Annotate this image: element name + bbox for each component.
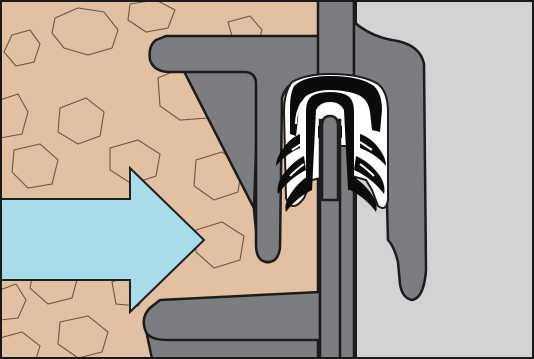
gasket-body [290,76,382,136]
gasket-leg-right [330,92,354,190]
pressure-arrow [0,165,206,315]
frame-tongue-cap [320,114,340,202]
gasket-leg-left [306,92,330,190]
gasket-fin-right-1 [360,134,386,166]
gasket-fin-left-1 [276,134,300,166]
frame-profile-bottom-flange [142,290,322,342]
gasket-fin-right-3 [350,176,377,212]
gasket-fin-left-3 [285,176,312,212]
frame-profile-arm [148,34,330,264]
gasket-highlight-right [359,101,375,177]
gasket-highlight-left [289,101,305,177]
